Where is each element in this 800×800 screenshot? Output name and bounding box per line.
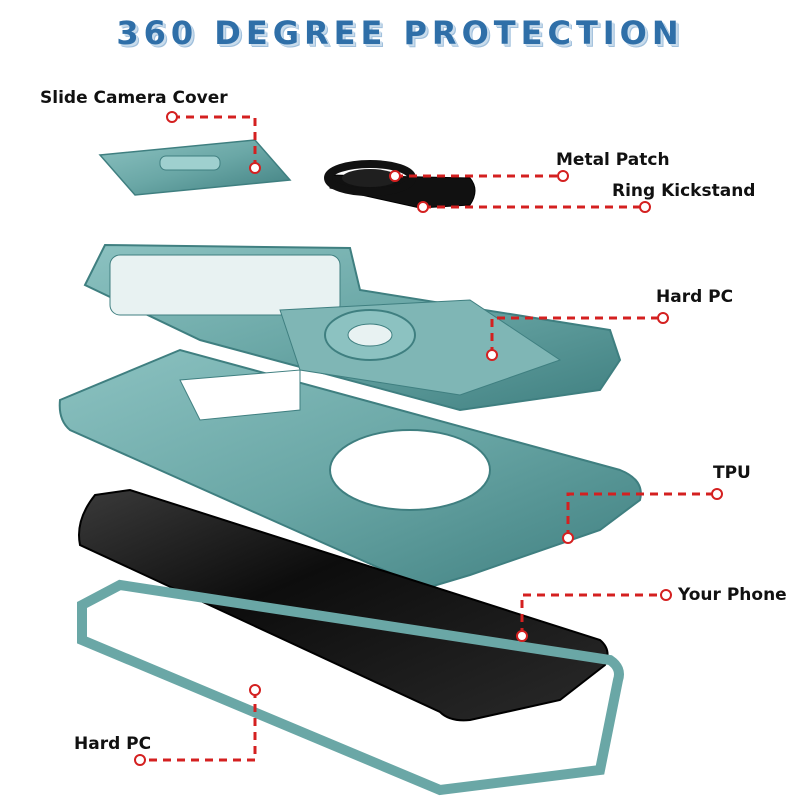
page-title: 360 DEGREE PROTECTION bbox=[116, 14, 684, 52]
label-hard-pc-top: Hard PC bbox=[656, 287, 734, 307]
label-ring-kickstand: Ring Kickstand bbox=[612, 181, 756, 201]
label-tpu: TPU bbox=[713, 463, 751, 483]
label-slide-camera-cover: Slide Camera Cover bbox=[40, 88, 228, 108]
slide-camera-cover-part bbox=[98, 139, 292, 196]
leader-markers bbox=[134, 111, 723, 766]
label-hard-pc-bottom: Hard PC bbox=[74, 734, 152, 754]
leader-lines bbox=[140, 115, 717, 762]
hard-pc-frame-part bbox=[77, 579, 624, 796]
label-your-phone: Your Phone bbox=[678, 585, 787, 605]
hard-pc-back-shell-part bbox=[83, 243, 622, 412]
label-metal-patch: Metal Patch bbox=[556, 150, 670, 170]
phone-part bbox=[78, 488, 609, 722]
ring-kickstand-part bbox=[324, 160, 476, 209]
tpu-bumper-part bbox=[58, 348, 642, 592]
